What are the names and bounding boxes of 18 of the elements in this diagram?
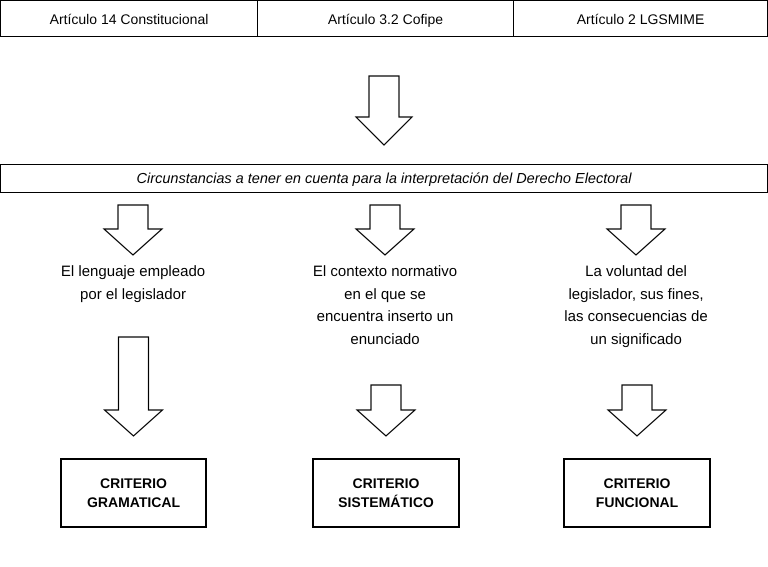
criterion-box: CRITERIO FUNCIONAL [563, 458, 711, 528]
table-header-cell: Artículo 14 Constitucional [1, 1, 257, 36]
table-header-cell: Artículo 3.2 Cofipe [257, 1, 513, 36]
heading-banner: Circunstancias a tener en cuenta para la interpretación del Derecho Electoral [0, 164, 768, 193]
block-arrow [354, 204, 416, 256]
block-arrow [354, 75, 414, 146]
description-text: La voluntad del legislador, sus fines, las consecuencias de un significado [562, 261, 710, 351]
header-table [0, 0, 768, 37]
block-arrow [605, 204, 667, 256]
description-text: El lenguaje empleado por el legislador [53, 261, 213, 307]
criterion-box: CRITERIO GRAMATICAL [60, 458, 207, 528]
block-arrow [102, 336, 164, 437]
description-text: El contexto normativo en el que se encuentra inserto un enunciado [311, 261, 459, 351]
block-arrow [606, 384, 668, 437]
table-header-cell: Artículo 2 LGSMIME [513, 1, 767, 36]
block-arrow [102, 204, 164, 256]
block-arrow [355, 384, 417, 437]
criterion-box: CRITERIO SISTEMÁTICO [312, 458, 460, 528]
